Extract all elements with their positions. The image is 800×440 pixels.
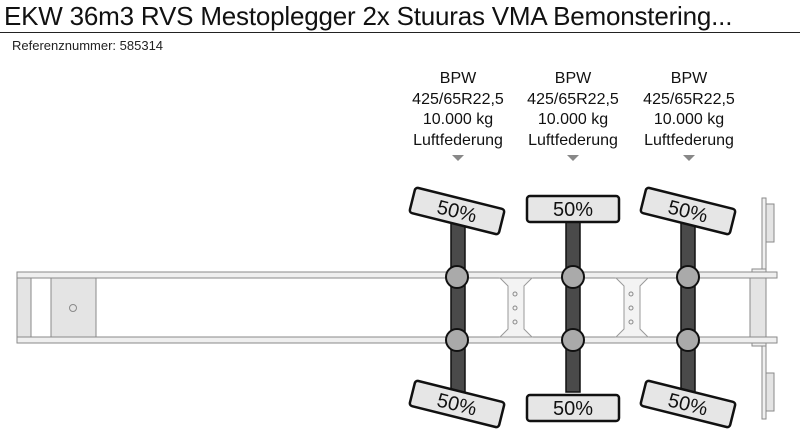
tire-bottom: 50%	[408, 379, 506, 429]
page-title: EKW 36m3 RVS Mestoplegger 2x Stuuras VMA…	[4, 1, 733, 31]
rear-light	[765, 372, 775, 412]
triangle-down-icon	[452, 155, 464, 161]
axle-brand: BPW	[554, 70, 592, 87]
axle-info-1: BPW 425/65R22,5 10.000 kg Luftfederung	[398, 69, 518, 161]
kingpin-icon	[69, 304, 77, 312]
axle-1: 50% 50%	[408, 186, 506, 429]
kingpin-plate	[50, 277, 97, 338]
axle-brand: BPW	[439, 70, 477, 87]
axle-brand: BPW	[670, 70, 708, 87]
hub-icon	[445, 328, 469, 352]
chassis-frame	[16, 197, 778, 420]
axle-suspension: Luftfederung	[413, 131, 503, 149]
svg-text:50%: 50%	[553, 199, 593, 221]
hub-icon	[445, 265, 469, 289]
tire-bottom: 50%	[525, 393, 621, 423]
reference-number: Referenznummer: 585314	[12, 38, 164, 53]
axle-load: 10.000 kg	[422, 111, 494, 128]
cross-member	[614, 277, 650, 338]
axle-info-3: BPW 425/65R22,5 10.000 kg Luftfederung	[629, 69, 749, 161]
rear-bumper	[749, 197, 775, 420]
tire-top: 50%	[408, 186, 506, 236]
cross-member	[498, 277, 534, 338]
hub-icon	[676, 265, 700, 289]
triangle-down-icon	[683, 155, 695, 161]
axle-load: 10.000 kg	[653, 111, 725, 128]
axle-tire-size: 425/65R22,5	[643, 90, 735, 108]
axle-suspension: Luftfederung	[528, 131, 618, 149]
triangle-down-icon	[567, 155, 579, 161]
axle-suspension: Luftfederung	[644, 131, 734, 149]
tire-top: 50%	[525, 194, 621, 224]
hub-icon	[676, 328, 700, 352]
tire-bottom: 50%	[639, 379, 737, 429]
title-divider	[0, 32, 800, 33]
hub-icon	[561, 265, 585, 289]
axle-3: 50% 50%	[639, 186, 737, 429]
svg-text:50%: 50%	[553, 398, 593, 420]
axle-info-2: BPW 425/65R22,5 10.000 kg Luftfederung	[513, 69, 633, 161]
hub-icon	[561, 328, 585, 352]
axle-tire-size: 425/65R22,5	[412, 90, 504, 108]
axle-tire-size: 425/65R22,5	[527, 90, 619, 108]
axle-load: 10.000 kg	[537, 111, 609, 128]
axle-2: 50% 50%	[525, 194, 621, 423]
rear-light	[765, 203, 775, 243]
